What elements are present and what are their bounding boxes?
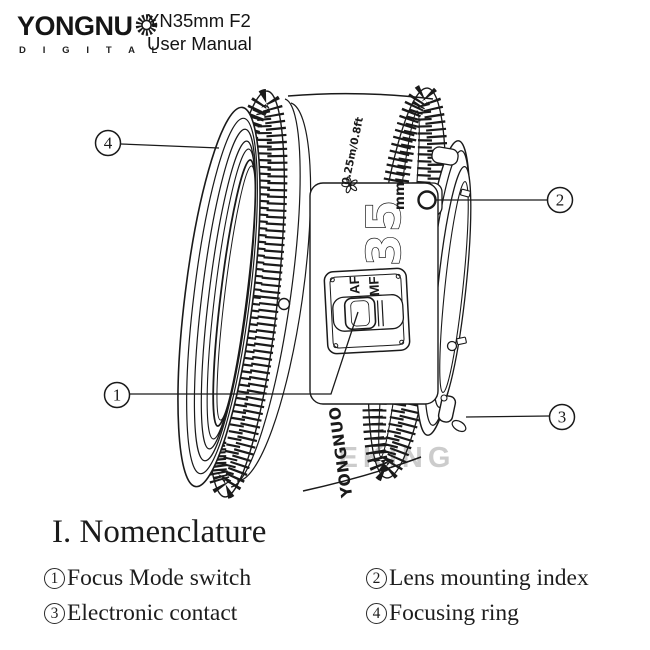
legend-item-focus-mode-switch: 1 Focus Mode switch	[44, 565, 366, 592]
legend-label-2: Lens mounting index	[389, 565, 589, 591]
barrel-bottom-edge	[302, 456, 422, 492]
barrel-screw	[277, 297, 291, 311]
legend-item-electronic-contact: 3 Electronic contact	[44, 600, 366, 627]
barrel-collar	[230, 98, 312, 488]
flower-icon	[341, 176, 358, 194]
switch-slider-knob	[343, 296, 377, 331]
front-element	[177, 106, 261, 488]
electronic-contact	[437, 394, 467, 433]
brand-wordmark: YONGNU	[17, 10, 133, 41]
manual-title: User Manual	[147, 33, 252, 54]
mf-label: MF	[366, 276, 382, 296]
callout-4: 4	[94, 129, 122, 157]
callout-line-1	[130, 311, 359, 395]
callout-3: 3	[548, 403, 576, 431]
callout-2: 2	[546, 186, 574, 214]
rear-baffle-inner	[439, 181, 469, 393]
bayonet-notch-bottom	[456, 336, 467, 346]
brand-logo-text: YONGNU	[17, 10, 164, 42]
mount-screw	[446, 340, 458, 352]
callout-line-4	[120, 143, 220, 149]
focal-unit-label: mm	[392, 182, 408, 210]
svg-text:4: 4	[104, 134, 113, 153]
switch-slot	[376, 300, 384, 327]
legend-num-2: 2	[366, 568, 387, 589]
legend-num-1: 1	[44, 568, 65, 589]
bayonet-notch-top	[460, 188, 471, 198]
callout-markers: 1 2 3 4	[94, 129, 576, 431]
gear-icon	[134, 12, 159, 42]
lens-mounting-index-dot	[417, 190, 437, 210]
nomenclature-legend: 1 Focus Mode switch 2 Lens mounting inde…	[44, 565, 589, 627]
callout-line-3	[465, 415, 550, 418]
callout-lines	[120, 143, 550, 418]
callout-1: 1	[103, 381, 131, 409]
svg-text:2: 2	[556, 191, 565, 210]
focus-mode-switch: AF MF	[323, 267, 411, 355]
barrel-top-edge	[287, 92, 434, 100]
svg-text:1: 1	[113, 386, 122, 405]
legend-item-focusing-ring: 4 Focusing ring	[366, 600, 589, 627]
brand-logo: YONGNU D I G I T A L	[17, 10, 164, 56]
section-heading: I. Nomenclature	[52, 514, 267, 550]
legend-num-4: 4	[366, 603, 387, 624]
document-title-block: YN35mm F2 User Manual	[147, 9, 252, 55]
legend-label-3: Electronic contact	[67, 600, 238, 626]
brand-sub-text: D I G I T A L	[19, 45, 165, 56]
focal-length-label: 35	[357, 198, 411, 266]
legend-label-1: Focus Mode switch	[67, 565, 252, 591]
legend-num-3: 3	[44, 603, 65, 624]
legend-item-lens-mounting-index: 2 Lens mounting index	[366, 565, 589, 592]
svg-text:3: 3	[558, 408, 567, 427]
mount-top-tab	[431, 146, 459, 166]
product-name: YN35mm F2	[147, 10, 251, 31]
legend-label-4: Focusing ring	[389, 600, 519, 626]
af-label: AF	[347, 276, 363, 295]
